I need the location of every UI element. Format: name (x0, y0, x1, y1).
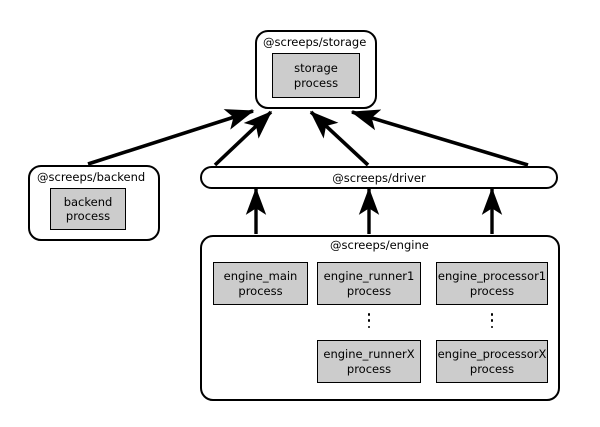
process-engine-processorX-line2: process (469, 361, 515, 376)
process-engine-runner1-line1: engine_runner1 (323, 269, 415, 284)
process-storage-line2: process (293, 75, 339, 90)
process-engine-runner1[interactable]: engine_runner1 process (317, 262, 421, 305)
ellipsis-processor-icon (490, 313, 494, 328)
process-engine-main-line2: process (238, 283, 283, 298)
ellipsis-runner-icon (367, 313, 371, 328)
process-backend-line2: process (65, 209, 111, 223)
process-engine-processorX-line1: engine_processorX (437, 347, 547, 362)
process-storage-line1: storage (294, 61, 338, 76)
arrow-driver-to-storage-right (350, 109, 529, 167)
package-storage-label: @screeps/storage (263, 35, 367, 49)
arrow-driver-to-storage-left (213, 110, 273, 167)
process-engine-processor1[interactable]: engine_processor1 process (436, 262, 548, 305)
package-engine-label: @screeps/engine (330, 238, 429, 252)
process-storage[interactable]: storage process (272, 53, 360, 98)
package-driver-label: @screeps/driver (332, 170, 426, 185)
process-backend-line1: backend (63, 194, 113, 209)
process-engine-processor1-line2: process (469, 283, 515, 298)
arrow-driver-to-storage-mid (309, 110, 370, 167)
arrow-backend-to-storage (87, 109, 255, 166)
process-engine-runnerX[interactable]: engine_runnerX process (317, 340, 421, 383)
process-engine-main[interactable]: engine_main process (213, 262, 308, 305)
process-engine-runnerX-line1: engine_runnerX (323, 347, 415, 362)
package-driver[interactable]: @screeps/driver (200, 166, 558, 189)
process-engine-processor1-line1: engine_processor1 (437, 269, 547, 284)
process-engine-main-line1: engine_main (223, 269, 298, 284)
process-engine-processorX[interactable]: engine_processorX process (436, 340, 548, 383)
process-engine-runnerX-line2: process (346, 361, 392, 376)
process-engine-runner1-line2: process (346, 283, 392, 298)
process-backend[interactable]: backend process (50, 188, 126, 230)
package-backend-label: @screeps/backend (37, 170, 146, 184)
